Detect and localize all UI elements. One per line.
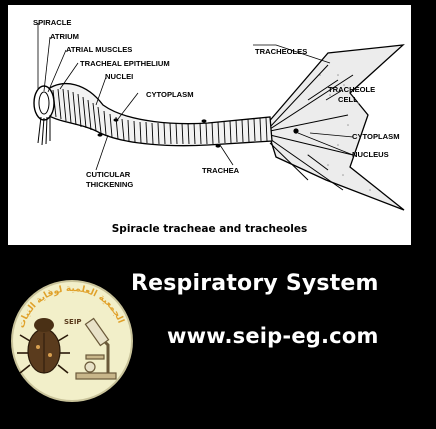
trachea-diagram — [33, 23, 405, 211]
diagram-caption: Spiracle tracheae and tracheoles — [111, 223, 308, 235]
cell-nucleus — [293, 128, 299, 134]
label-tracheoles: TRACHEOLES — [255, 47, 308, 56]
label-cell: CELL — [338, 95, 358, 104]
label-nuclei: NUCLEI — [105, 72, 134, 81]
label-atrium: ATRIUM — [50, 32, 79, 41]
label-thickening: THICKENING — [86, 180, 134, 189]
label-tracheole: TRACHEOLE — [328, 85, 376, 94]
label-tracheal-epithelium: TRACHEAL EPITHELIUM — [80, 59, 170, 68]
banner-title: Respiratory System — [131, 271, 379, 296]
label-cytoplasm-cell: CYTOPLASM — [352, 132, 400, 141]
label-atrial-muscles: ATRIAL MUSCLES — [66, 45, 133, 54]
label-cuticular: CUTICULAR — [86, 170, 131, 179]
tracheole-branches — [269, 64, 354, 191]
logo-badge-text: SEIP — [64, 318, 82, 326]
atrial-muscle-strands — [37, 115, 51, 146]
tracheole-cell-shape — [265, 44, 405, 211]
beetle-icon — [17, 318, 70, 374]
diagram-panel: SPIRACLE ATRIUM ATRIAL MUSCLES TRACHEAL … — [8, 5, 411, 245]
wall-nuclei — [97, 118, 221, 148]
banner-url[interactable]: www.seip-eg.com — [167, 324, 379, 348]
label-nucleus: NUCLEUS — [352, 150, 389, 159]
leader-lines — [37, 23, 354, 171]
label-trachea: TRACHEA — [202, 166, 240, 175]
label-spiracle: SPIRACLE — [33, 18, 72, 27]
microscope-icon — [75, 317, 117, 380]
cuticular-rings — [52, 88, 268, 145]
spiracle-opening — [33, 85, 55, 121]
seip-logo: الجمعية العلمية لوقاية النبات SEIP — [8, 275, 138, 407]
label-cytoplasm-trachea: CYTOPLASM — [146, 90, 194, 99]
